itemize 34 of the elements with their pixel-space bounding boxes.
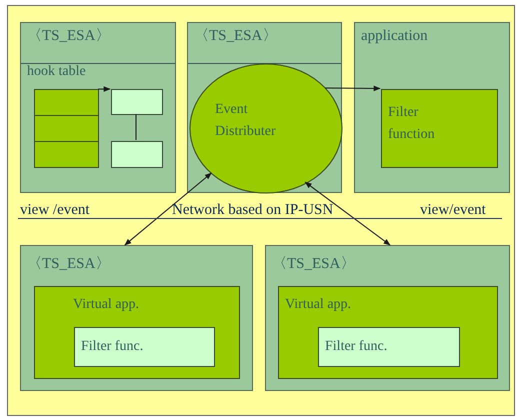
panel-heading: 〈TS_ESA〉 xyxy=(194,28,278,44)
application-box xyxy=(34,286,240,379)
panel-subheading: hook table xyxy=(27,64,86,80)
table-cell xyxy=(34,115,99,142)
module-panel xyxy=(20,245,253,391)
module-panel xyxy=(187,22,342,193)
ellipse-label: Event Distributer xyxy=(215,101,277,141)
arrow xyxy=(324,86,381,92)
panel-heading: application xyxy=(361,28,428,44)
function-box xyxy=(111,89,163,115)
box-label: Filter func. xyxy=(81,339,144,355)
view-event-label: view/event xyxy=(420,202,486,219)
arrow xyxy=(124,172,212,246)
view-event-label: view /event xyxy=(20,202,90,219)
arrow xyxy=(304,182,390,246)
box-label: Virtual app. xyxy=(73,297,140,313)
panel-heading: 〈TS_ESA〉 xyxy=(27,256,110,272)
function-box xyxy=(111,141,163,168)
arrow xyxy=(98,86,111,92)
box-label: Filter function xyxy=(388,104,436,144)
network-label: Network based on IP-USN xyxy=(172,202,334,219)
module-panel xyxy=(354,22,510,193)
table-cell xyxy=(34,89,99,116)
application-box xyxy=(278,286,498,379)
panel-heading: 〈TS_ESA〉 xyxy=(27,28,110,44)
module-panel xyxy=(20,22,176,193)
table-cell xyxy=(34,141,99,168)
application-box xyxy=(381,89,498,168)
box-label: Filter func. xyxy=(325,339,388,355)
function-box xyxy=(74,327,215,367)
module-panel xyxy=(265,245,510,391)
function-box xyxy=(318,327,460,367)
panel-heading: 〈TS_ESA〉 xyxy=(272,256,356,272)
box-label: Virtual app. xyxy=(285,297,352,313)
